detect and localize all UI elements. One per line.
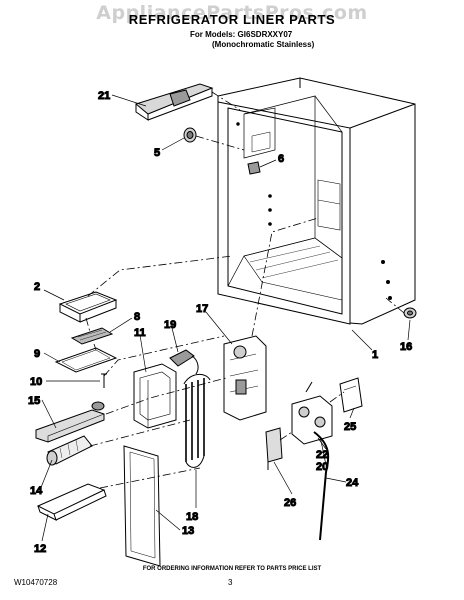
callout-5: 5 — [154, 147, 160, 159]
callout-20: 20 — [316, 461, 328, 473]
part-12-filter-door — [36, 483, 107, 521]
callout-15: 15 — [28, 395, 40, 407]
variant-line: (Monochromatic Stainless) — [212, 40, 315, 49]
callout-25: 25 — [344, 421, 356, 433]
part-17-control-housing — [223, 335, 267, 421]
callout-12: 12 — [34, 543, 46, 555]
part-5-damper-knob — [183, 127, 197, 143]
part-24-tube — [313, 431, 330, 541]
models-line: For Models: GI6SDRXXY07 — [190, 30, 293, 39]
document-number: W10470728 — [14, 578, 58, 587]
part-6-clip — [247, 161, 261, 175]
part-11-bracket — [133, 363, 177, 429]
callout-26: 26 — [284, 497, 296, 509]
callout-18: 18 — [186, 511, 198, 523]
callout-17: 17 — [196, 303, 208, 315]
part-10-screw — [101, 373, 107, 388]
part-25-bracket — [339, 377, 363, 413]
callout-6: 6 — [278, 153, 284, 165]
part-18-tubing — [183, 374, 211, 468]
part-14-filter-cartridge — [46, 435, 93, 466]
callout-13: 13 — [182, 525, 194, 537]
watermark: AppliancePartsPros.com — [96, 2, 368, 24]
part-26-clip — [265, 427, 283, 470]
ordering-note: FOR ORDERING INFORMATION REFER TO PARTS … — [142, 566, 322, 572]
part-8-filter — [70, 327, 114, 345]
part-19-sensor — [169, 349, 199, 375]
part-21-air-duct — [134, 83, 214, 121]
assembly-lines — [85, 91, 405, 489]
callout-19: 19 — [164, 319, 176, 331]
callout-9: 9 — [34, 348, 40, 360]
callout-11: 11 — [134, 327, 146, 339]
part-9-plate — [54, 347, 118, 373]
callout-8: 8 — [134, 311, 140, 323]
callout-21: 21 — [98, 90, 110, 102]
part-20-water-valve — [291, 381, 333, 445]
callout-22: 22 — [316, 449, 328, 461]
model-info: For Models: GI6SDRXXY07 (Monochromatic S… — [190, 30, 314, 50]
leader-lines — [39, 94, 411, 542]
refrigerator-liner — [217, 77, 416, 325]
callout-24: 24 — [346, 477, 359, 489]
callout-14: 14 — [30, 485, 43, 497]
callout-1: 1 — [372, 349, 378, 361]
page-number: 3 — [228, 578, 233, 587]
part-15-filter-head — [35, 401, 105, 443]
callout-10: 10 — [30, 376, 42, 388]
callout-16: 16 — [400, 341, 412, 353]
part-13-panel — [123, 445, 161, 567]
part-16-plug — [403, 307, 417, 319]
part-2-filter-cover — [58, 291, 118, 323]
page-title: REFRIGERATOR LINER PARTS — [128, 12, 336, 27]
callout-2: 2 — [34, 281, 40, 293]
